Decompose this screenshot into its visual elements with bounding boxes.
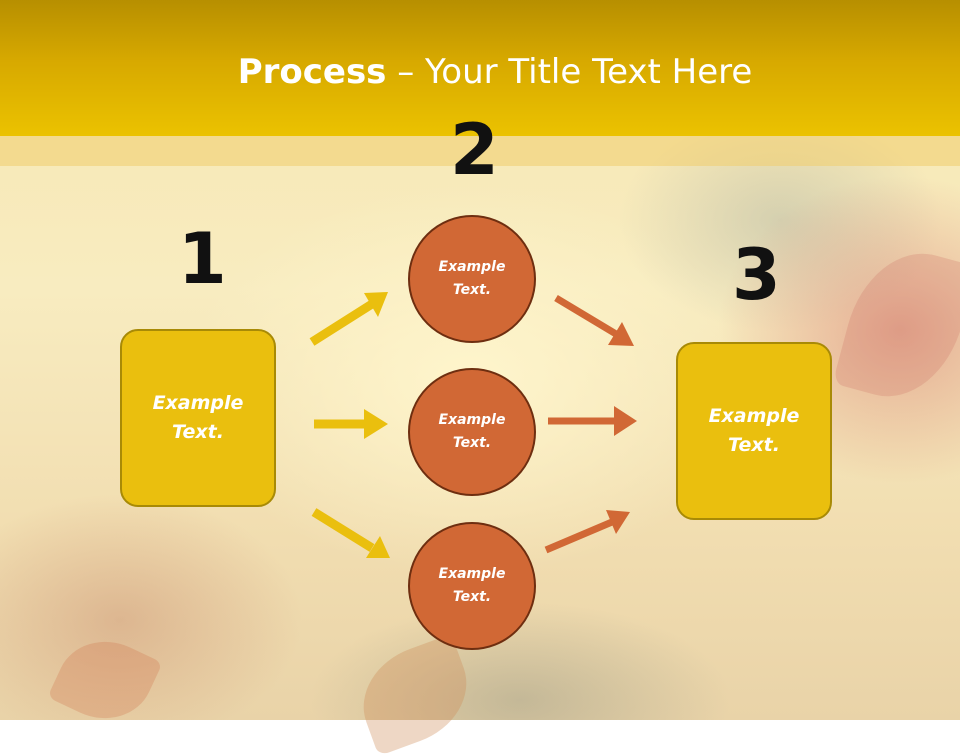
- flow-arrows: [309, 292, 637, 558]
- step-3-text: Example Text.: [708, 405, 800, 456]
- arrow-2-bottom-to-3: [544, 510, 630, 554]
- arrow-2-top-to-3: [554, 294, 634, 346]
- step-2-text-bottom: Example Text.: [438, 566, 506, 605]
- arrow-1-to-2-middle: [314, 409, 388, 439]
- arrow-1-to-2-top: [309, 292, 388, 346]
- arrow-1-to-2-bottom: [311, 508, 390, 558]
- step-2-number: 2: [450, 109, 499, 191]
- step-2-circle-bottom[interactable]: Example Text.: [408, 522, 536, 650]
- step-1-text: Example Text.: [152, 392, 244, 443]
- arrow-2-middle-to-3: [548, 406, 637, 436]
- step-2-text-middle: Example Text.: [438, 412, 506, 451]
- title-rest: – Your Title Text Here: [386, 52, 753, 92]
- step-2-text-top: Example Text.: [438, 259, 506, 298]
- page-title: Process – Your Title Text Here: [0, 52, 960, 92]
- step-1-number: 1: [178, 218, 227, 300]
- title-bar: [0, 0, 960, 136]
- step-2-circle-middle[interactable]: Example Text.: [408, 368, 536, 496]
- title-bold: Process: [237, 52, 387, 92]
- title-bar-band: [0, 136, 960, 166]
- step-3-box[interactable]: Example Text.: [676, 342, 832, 520]
- step-1-box[interactable]: Example Text.: [120, 329, 276, 507]
- step-2-circle-top[interactable]: Example Text.: [408, 215, 536, 343]
- step-3-number: 3: [732, 234, 781, 316]
